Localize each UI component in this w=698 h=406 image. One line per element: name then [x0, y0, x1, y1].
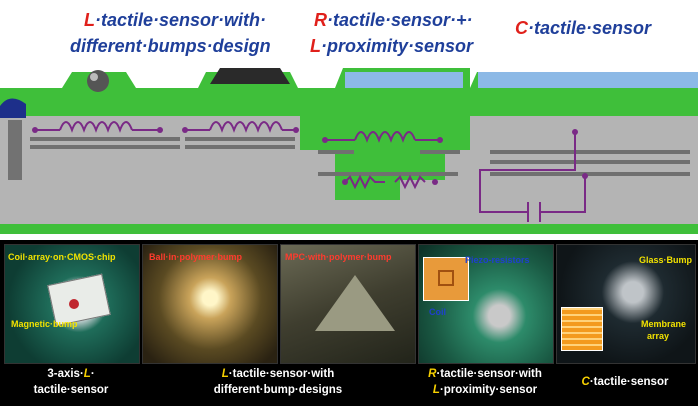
- title-r-tactile-line1: R·tactile·sensor·+·: [314, 10, 473, 31]
- coil-l1: [35, 121, 160, 133]
- caption-lead: L: [221, 368, 229, 380]
- title-l-tactile-line1: L·tactile·sensor·with·: [84, 10, 266, 31]
- blue-bump: [478, 72, 698, 88]
- metal-lines: [30, 137, 690, 176]
- label-coil-array: Coil·array·on·CMOS·chip: [8, 252, 116, 262]
- title-lead-l: L: [84, 10, 95, 30]
- photo-strip: Coil·array·on·CMOS·chip Magnetic·bump 3-…: [0, 240, 698, 406]
- caption-lead: L: [432, 384, 440, 396]
- caption-text: ·proximity·sensor: [439, 384, 538, 396]
- cavity: [490, 118, 530, 148]
- ball-highlight: [90, 73, 98, 81]
- contact-dots: [32, 127, 588, 185]
- caption-text: ·tactile·sensor: [589, 376, 669, 388]
- caption-lead: R: [428, 368, 437, 380]
- title-text: ·tactile·sensor: [528, 18, 652, 38]
- caption-text: 3-axis·: [47, 368, 84, 380]
- title-text: ·tactile·sensor·with·: [95, 10, 267, 30]
- label-magnetic-bump: Magnetic·bump: [11, 319, 78, 329]
- label-mpc: MPC·with·polymer·bump: [285, 252, 392, 262]
- title-lead-l2: L: [310, 36, 321, 56]
- photo-ball-in-polymer: Ball·in·polymer·bump: [142, 244, 278, 364]
- caption-3axis: 3-axis·L· tactile·sensor: [4, 366, 138, 398]
- title-r-tactile-line2: L·proximity·sensor: [310, 36, 473, 57]
- title-lead-r: R: [314, 10, 327, 30]
- caption-text: ·: [90, 368, 95, 380]
- caption-r-tactile: R·tactile·sensor·with L·proximity·sensor: [418, 366, 552, 398]
- title-lead-c: C: [515, 18, 528, 38]
- label-array: array: [647, 331, 670, 341]
- caption-l-tactile: L·tactile·sensor·with different·bump·des…: [142, 366, 414, 398]
- label-glass-bump: Glass·Bump: [639, 255, 693, 265]
- mpc-pyramid: [315, 275, 395, 331]
- coil-r: [325, 131, 440, 143]
- blue-bump: [345, 72, 463, 88]
- photo-3axis-l-tactile: Coil·array·on·CMOS·chip Magnetic·bump: [4, 244, 140, 364]
- edge-cap: [0, 98, 26, 118]
- label-piezo-resistors: Piezo-resistors: [465, 255, 530, 265]
- title-text: different·bumps·design: [70, 36, 271, 56]
- photo-r-tactile: Piezo-resistors Coil: [418, 244, 554, 364]
- title-text: ·tactile·sensor·+·: [327, 10, 473, 30]
- caption-text: ·tactile·sensor·with: [228, 368, 335, 380]
- black-bump: [210, 68, 290, 84]
- photo-mpc-polymer: MPC·with·polymer·bump: [280, 244, 416, 364]
- piezo-resistors: [344, 174, 426, 190]
- magnetic-bump: [69, 299, 79, 309]
- bottom-green-strip: [0, 224, 698, 234]
- label-coil: Coil: [429, 307, 446, 317]
- caption-text: different·bump·designs: [213, 384, 343, 396]
- label-ball-in-polymer: Ball·in·polymer·bump: [149, 252, 243, 262]
- label-membrane: Membrane: [641, 319, 687, 329]
- cross-section-diagram: [0, 68, 698, 234]
- caption-text: ·tactile·sensor·with: [436, 368, 542, 380]
- title-text: ·proximity·sensor: [321, 36, 474, 56]
- capacitor-circuit: [479, 132, 586, 222]
- title-l-tactile-line2: different·bumps·design: [70, 36, 271, 57]
- membrane-array: [561, 307, 603, 351]
- polymer-layer: [0, 68, 698, 200]
- caption-text: tactile·sensor: [33, 384, 109, 396]
- cavity: [590, 118, 630, 148]
- inset-coil: [438, 270, 454, 286]
- caption-lead: L: [83, 368, 91, 380]
- title-c-tactile: C·tactile·sensor: [515, 18, 651, 39]
- cavity: [640, 118, 690, 148]
- caption-lead: C: [581, 376, 590, 388]
- inset-image: [423, 257, 469, 301]
- ball-bump: [87, 70, 109, 92]
- photo-c-tactile: Glass·Bump Membrane array: [556, 244, 696, 364]
- caption-c-tactile: C·tactile·sensor: [556, 374, 694, 390]
- via-stack: [8, 120, 22, 180]
